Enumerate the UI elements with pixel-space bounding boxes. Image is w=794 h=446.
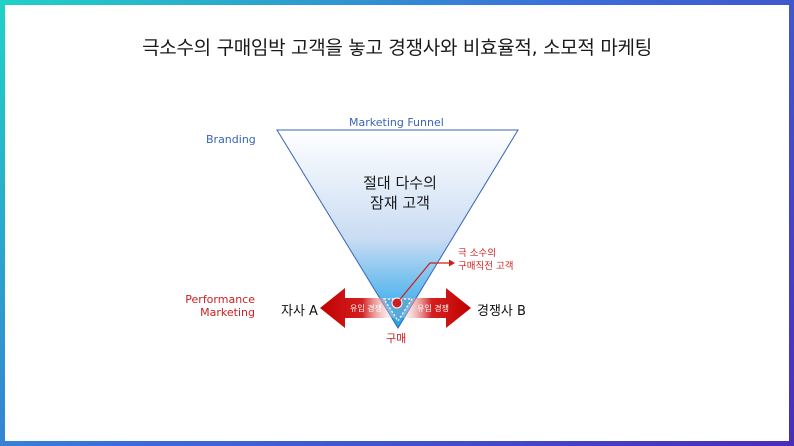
callout-text: 극 소수의 구매직전 고객 xyxy=(458,247,513,273)
callout-line1: 극 소수의 xyxy=(458,248,496,259)
slide: 극소수의 구매임박 고객을 놓고 경쟁사와 비효율적, 소모적 마케팅 xyxy=(5,5,789,441)
slide-title: 극소수의 구매임박 고객을 놓고 경쟁사와 비효율적, 소모적 마케팅 xyxy=(142,37,652,59)
performance-label-line1: Performance xyxy=(185,293,255,306)
right-arrow-label: 유입 경쟁 xyxy=(417,304,449,313)
funnel-name: Marketing Funnel xyxy=(349,116,444,129)
left-arrow xyxy=(320,288,397,328)
center-text-line2: 잠재 고객 xyxy=(370,194,430,212)
funnel-center-text: 절대 다수의 잠재 고객 xyxy=(305,173,495,213)
company-a-label: 자사 A xyxy=(281,304,318,319)
purchase-label: 구매 xyxy=(386,332,407,345)
callout-leader xyxy=(396,262,451,304)
center-text-line1: 절대 다수의 xyxy=(363,174,437,192)
right-arrow xyxy=(399,288,471,328)
performance-marketing-label: Performance Marketing xyxy=(175,293,255,319)
company-b-label: 경쟁사 B xyxy=(477,304,526,319)
funnel-triangle xyxy=(276,129,519,329)
callout-line2: 구매직전 고객 xyxy=(458,261,514,272)
funnel-diagram xyxy=(276,129,519,329)
performance-label-line2: Marketing xyxy=(200,306,255,319)
left-arrow-label: 유입 경쟁 xyxy=(350,304,382,313)
branding-label: Branding xyxy=(206,133,256,146)
callout-arrowhead xyxy=(449,259,455,267)
